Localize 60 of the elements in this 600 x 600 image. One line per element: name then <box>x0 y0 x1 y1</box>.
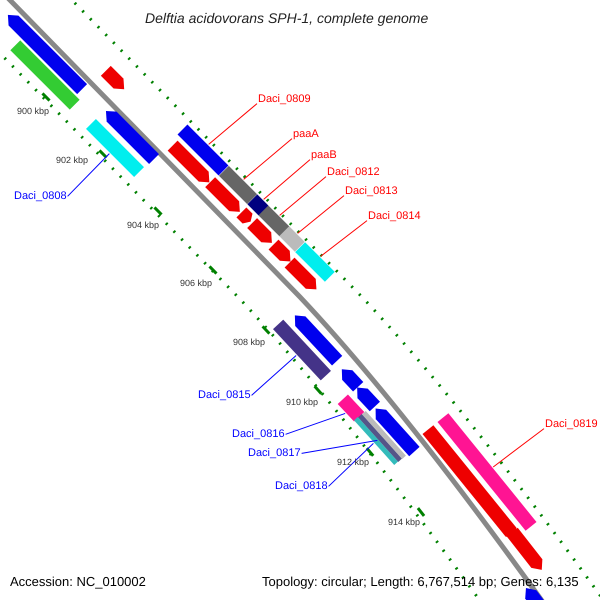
gene-block <box>284 258 316 290</box>
footer-note: Topology: circular; Length: 6,767,514 bp; Genes: 6,135 <box>262 575 579 590</box>
leader-line <box>263 159 310 200</box>
leader-line <box>67 153 110 197</box>
gene-label: Daci_0819 <box>545 418 598 431</box>
gene-block <box>247 194 269 216</box>
gene-block <box>357 388 380 412</box>
leader-line <box>301 440 378 454</box>
leader-line <box>492 428 544 468</box>
leader-line <box>208 103 258 145</box>
gene-block <box>8 14 88 94</box>
gene-block <box>218 166 258 204</box>
gene-block <box>236 207 252 224</box>
gene-block <box>294 315 342 366</box>
scale-label: 912 kbp <box>337 457 370 468</box>
gene-label: Daci_0809 <box>258 93 311 106</box>
gene-block <box>342 369 364 392</box>
gene-label: Daci_0808 <box>14 190 67 203</box>
gene-block <box>506 528 542 570</box>
gene-block <box>273 320 331 380</box>
title: Delftia acidovorans SPH-1, complete genome <box>145 10 428 26</box>
leader-line <box>279 176 326 216</box>
leader-line <box>328 442 374 487</box>
gene-block <box>279 226 305 252</box>
gene-label: Daci_0818 <box>275 480 328 493</box>
leader-line <box>251 354 297 396</box>
scale-label: 914 kbp <box>388 517 420 528</box>
leader-line <box>243 138 292 180</box>
scale-label: 902 kbp <box>56 155 88 166</box>
gene-block <box>258 205 290 237</box>
scale-label: 910 kbp <box>286 397 318 408</box>
gene-block <box>168 140 210 182</box>
gene-block <box>100 66 124 90</box>
scale-label: 900 kbp <box>17 106 50 116</box>
gene-block <box>438 413 536 531</box>
gene-label: Daci_0814 <box>368 210 421 223</box>
leader-line <box>320 220 368 257</box>
gene-block <box>86 119 144 177</box>
scale-label: 904 kbp <box>127 220 160 230</box>
gene-block <box>247 218 272 243</box>
leader-line <box>297 195 344 234</box>
gene-block <box>376 408 420 456</box>
scale-label: 908 kbp <box>233 337 266 348</box>
gene-block <box>205 177 240 212</box>
gene-block <box>178 124 228 176</box>
gene-label: Daci_0812 <box>327 166 380 179</box>
gene-block <box>338 394 364 422</box>
gene-block <box>106 110 159 164</box>
gene-block <box>422 425 516 538</box>
gene-block <box>268 240 290 262</box>
gene-label: Daci_0816 <box>232 428 285 441</box>
gene-label: Daci_0813 <box>345 185 398 198</box>
scale-label: 906 kbp <box>180 278 212 288</box>
gene-block <box>295 242 335 282</box>
gene-label: Daci_0817 <box>248 447 301 460</box>
gene-label: Daci_0815 <box>198 389 251 402</box>
leader-line <box>285 412 346 435</box>
gene-label: paaB <box>311 149 337 162</box>
gene-label: paaA <box>293 128 319 141</box>
footer-note: Accession: NC_010002 <box>10 575 146 590</box>
